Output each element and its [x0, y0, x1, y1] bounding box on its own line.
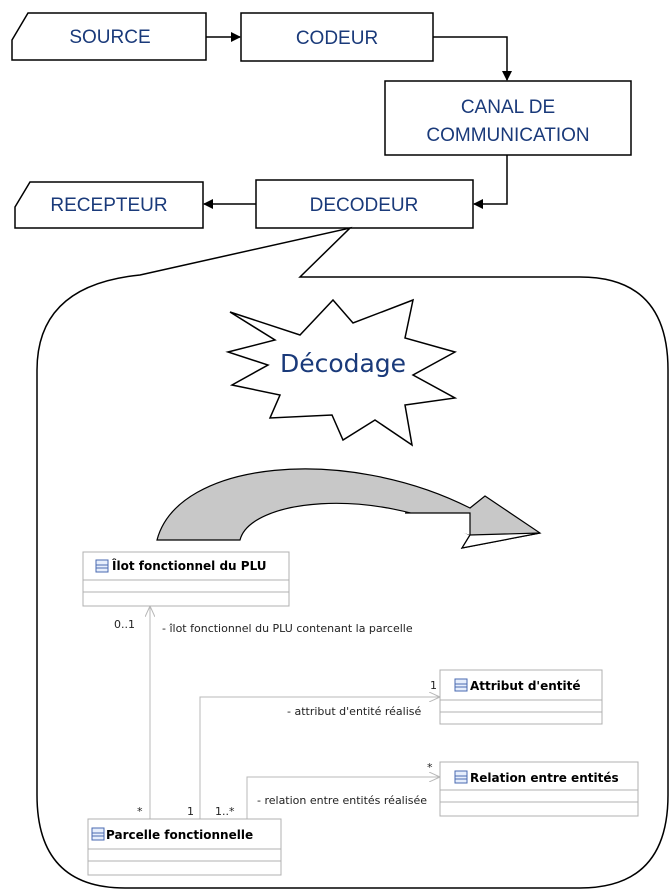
attribut-mult-source: 1 [187, 805, 194, 818]
canal-box [384, 80, 632, 156]
source-label: SOURCE [69, 27, 150, 48]
class-parcelle[interactable]: Parcelle fonctionnelle [87, 818, 282, 876]
decodeur-label: DECODEUR [310, 195, 419, 216]
decodage-starburst [225, 298, 458, 447]
decodeur-box [255, 179, 474, 229]
class-icon [454, 678, 468, 692]
ilot-role: - îlot fonctionnel du PLU contenant la p… [162, 622, 413, 635]
canal-label-line2: COMMUNICATION [426, 125, 589, 146]
class-icon [95, 559, 109, 573]
ilot-mult-bottom: * [137, 805, 143, 818]
codeur-box [240, 12, 434, 62]
relation-mult-source: 1..* [215, 805, 235, 818]
attribut-association [199, 697, 440, 819]
attribut-role: - attribut d'entité réalisé [287, 705, 421, 718]
recepteur-label: RECEPTEUR [50, 195, 167, 216]
codeur-to-canal-arrow [433, 36, 512, 81]
curved-arrow [156, 468, 542, 549]
relation-role: - relation entre entités réalisée [257, 794, 427, 807]
curved-arrow-highlight [405, 512, 541, 549]
class-parcelle-title: Parcelle fonctionnelle [106, 828, 253, 842]
class-icon [454, 770, 468, 784]
class-relation-title: Relation entre entités [470, 771, 619, 785]
decodage-label: Décodage [280, 349, 406, 378]
codeur-label: CODEUR [296, 28, 378, 49]
canal-label-line1: CANAL DE [461, 97, 555, 118]
class-attribut[interactable]: Attribut d'entité [439, 669, 603, 725]
class-ilot-title: Îlot fonctionnel du PLU [112, 558, 267, 573]
class-relation[interactable]: Relation entre entités [439, 761, 639, 817]
class-attribut-title: Attribut d'entité [470, 679, 581, 693]
relation-mult-target: * [427, 761, 433, 774]
class-icon [91, 827, 105, 841]
recepteur-box [14, 181, 204, 229]
relation-association [246, 777, 440, 819]
class-ilot[interactable]: Îlot fonctionnel du PLU [82, 551, 290, 607]
ilot-mult-top: 0..1 [114, 618, 135, 631]
canal-to-decodeur-arrow [473, 155, 508, 209]
attribut-mult-target: 1 [430, 679, 437, 692]
